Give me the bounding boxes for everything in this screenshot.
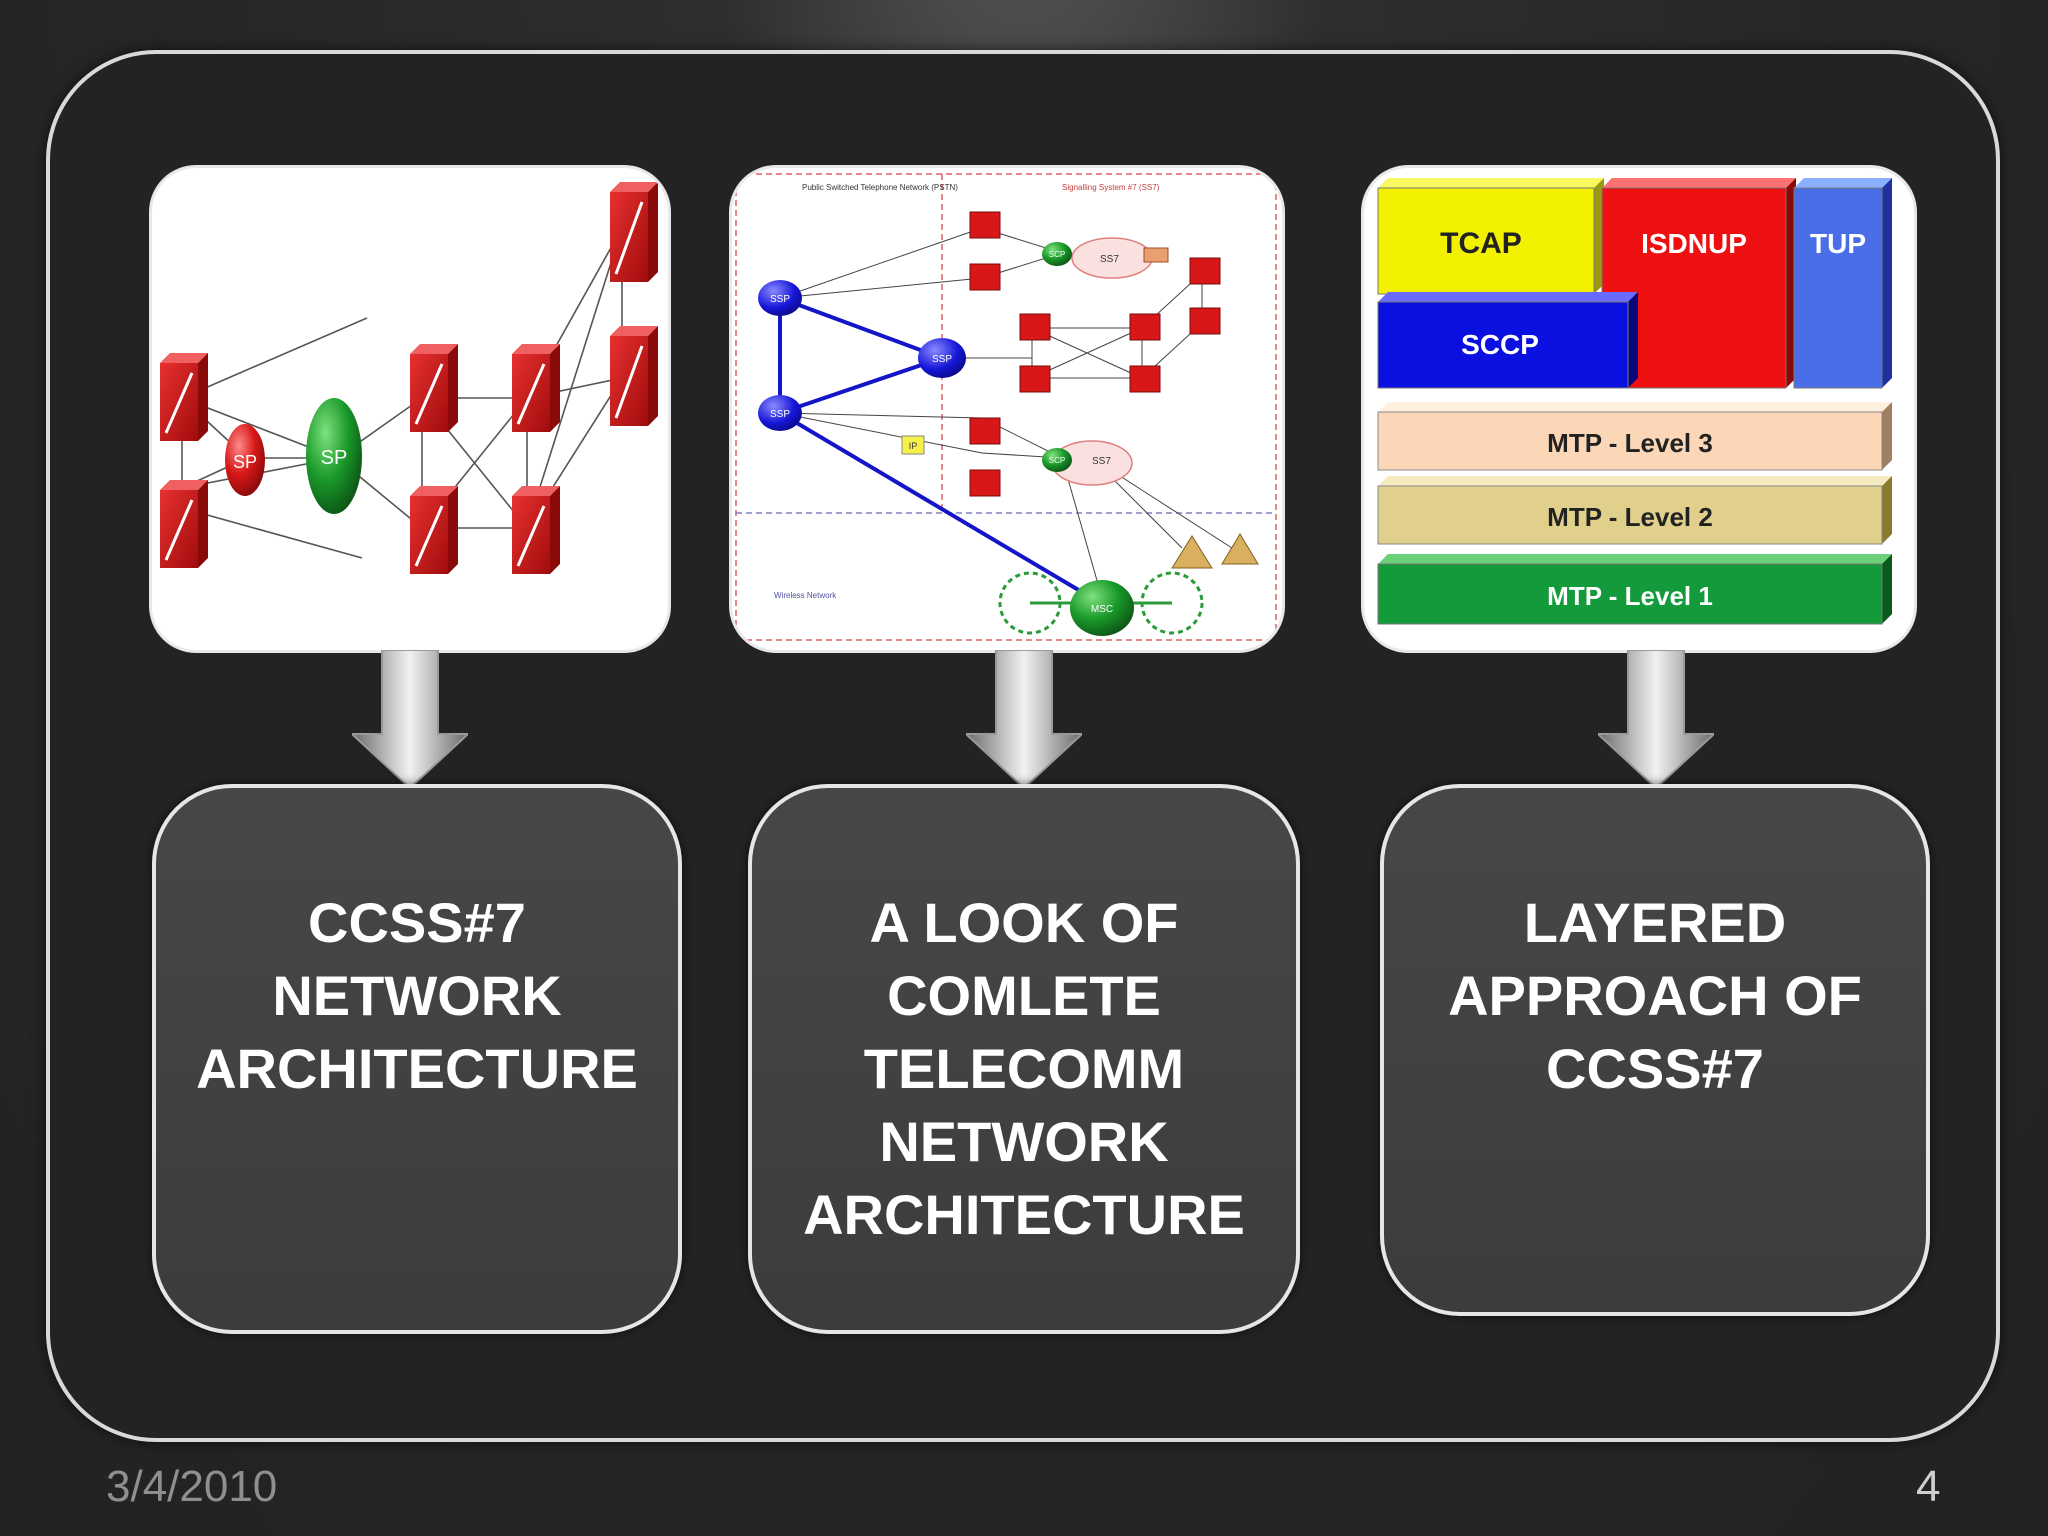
network-architecture-box: CCSS#7 NETWORK ARCHITECTURE <box>152 784 682 1334</box>
down-arrow-icon <box>352 650 468 788</box>
ss7-cloud-label-top: SS7 <box>1100 254 1119 265</box>
scp-label-bottom: SCP <box>1049 456 1065 465</box>
telecom-network-text: A LOOK OF COMLETE TELECOMM NETWORK ARCHI… <box>803 891 1245 1246</box>
isdnup-label: ISDNUP <box>1641 228 1747 259</box>
tup-label: TUP <box>1810 228 1866 259</box>
layered-approach-box: LAYERED APPROACH OF CCSS#7 <box>1380 784 1930 1316</box>
mtp-level-1-label: MTP - Level 1 <box>1547 581 1713 611</box>
tcap-label: TCAP <box>1440 227 1522 260</box>
ssp-label-middle: SSP <box>932 354 952 365</box>
ssp-label-top: SSP <box>770 294 790 305</box>
ccss7-layer-stack-icon: TCAP ISDNUP TUP SCCP MTP - Level 3 MTP -… <box>1377 178 1892 625</box>
svg-text:SP: SP <box>321 447 348 469</box>
ip-label: IP <box>909 441 918 451</box>
protocol-stack-image: TCAP ISDNUP TUP SCCP MTP - Level 3 MTP -… <box>1364 168 1914 650</box>
msc-label: MSC <box>1091 604 1113 615</box>
sccp-label: SCCP <box>1461 329 1539 360</box>
wireless-network-label: Wireless Network <box>774 591 837 600</box>
layered-approach-text: LAYERED APPROACH OF CCSS#7 <box>1448 891 1862 1100</box>
telecom-network-diagram-icon: Public Switched Telephone Network (PSTN)… <box>735 173 1277 641</box>
telecom-network-image: Public Switched Telephone Network (PSTN)… <box>732 168 1282 650</box>
ssp-label-bottom: SSP <box>770 409 790 420</box>
down-arrow-icon <box>966 650 1082 788</box>
ss7-header-label: Signalling System #7 (SS7) <box>1062 183 1160 192</box>
ss7-cloud-label-bottom: SS7 <box>1092 456 1111 467</box>
network-architecture-text: CCSS#7 NETWORK ARCHITECTURE <box>196 891 638 1100</box>
mtp-level-3-label: MTP - Level 3 <box>1547 428 1713 458</box>
down-arrow-icon <box>1598 650 1714 788</box>
ccss7-network-diagram-icon: SP SP <box>160 182 658 574</box>
telecom-network-box: A LOOK OF COMLETE TELECOMM NETWORK ARCHI… <box>748 784 1300 1334</box>
slide-number: 4 <box>1916 1462 1941 1511</box>
pstn-label: Public Switched Telephone Network (PSTN) <box>802 183 958 192</box>
mtp-level-2-label: MTP - Level 2 <box>1547 502 1713 532</box>
network-architecture-image: SP SP <box>152 168 668 650</box>
svg-text:SP: SP <box>233 452 257 472</box>
scp-label-top: SCP <box>1049 250 1065 259</box>
slide-date: 3/4/2010 <box>106 1462 278 1511</box>
